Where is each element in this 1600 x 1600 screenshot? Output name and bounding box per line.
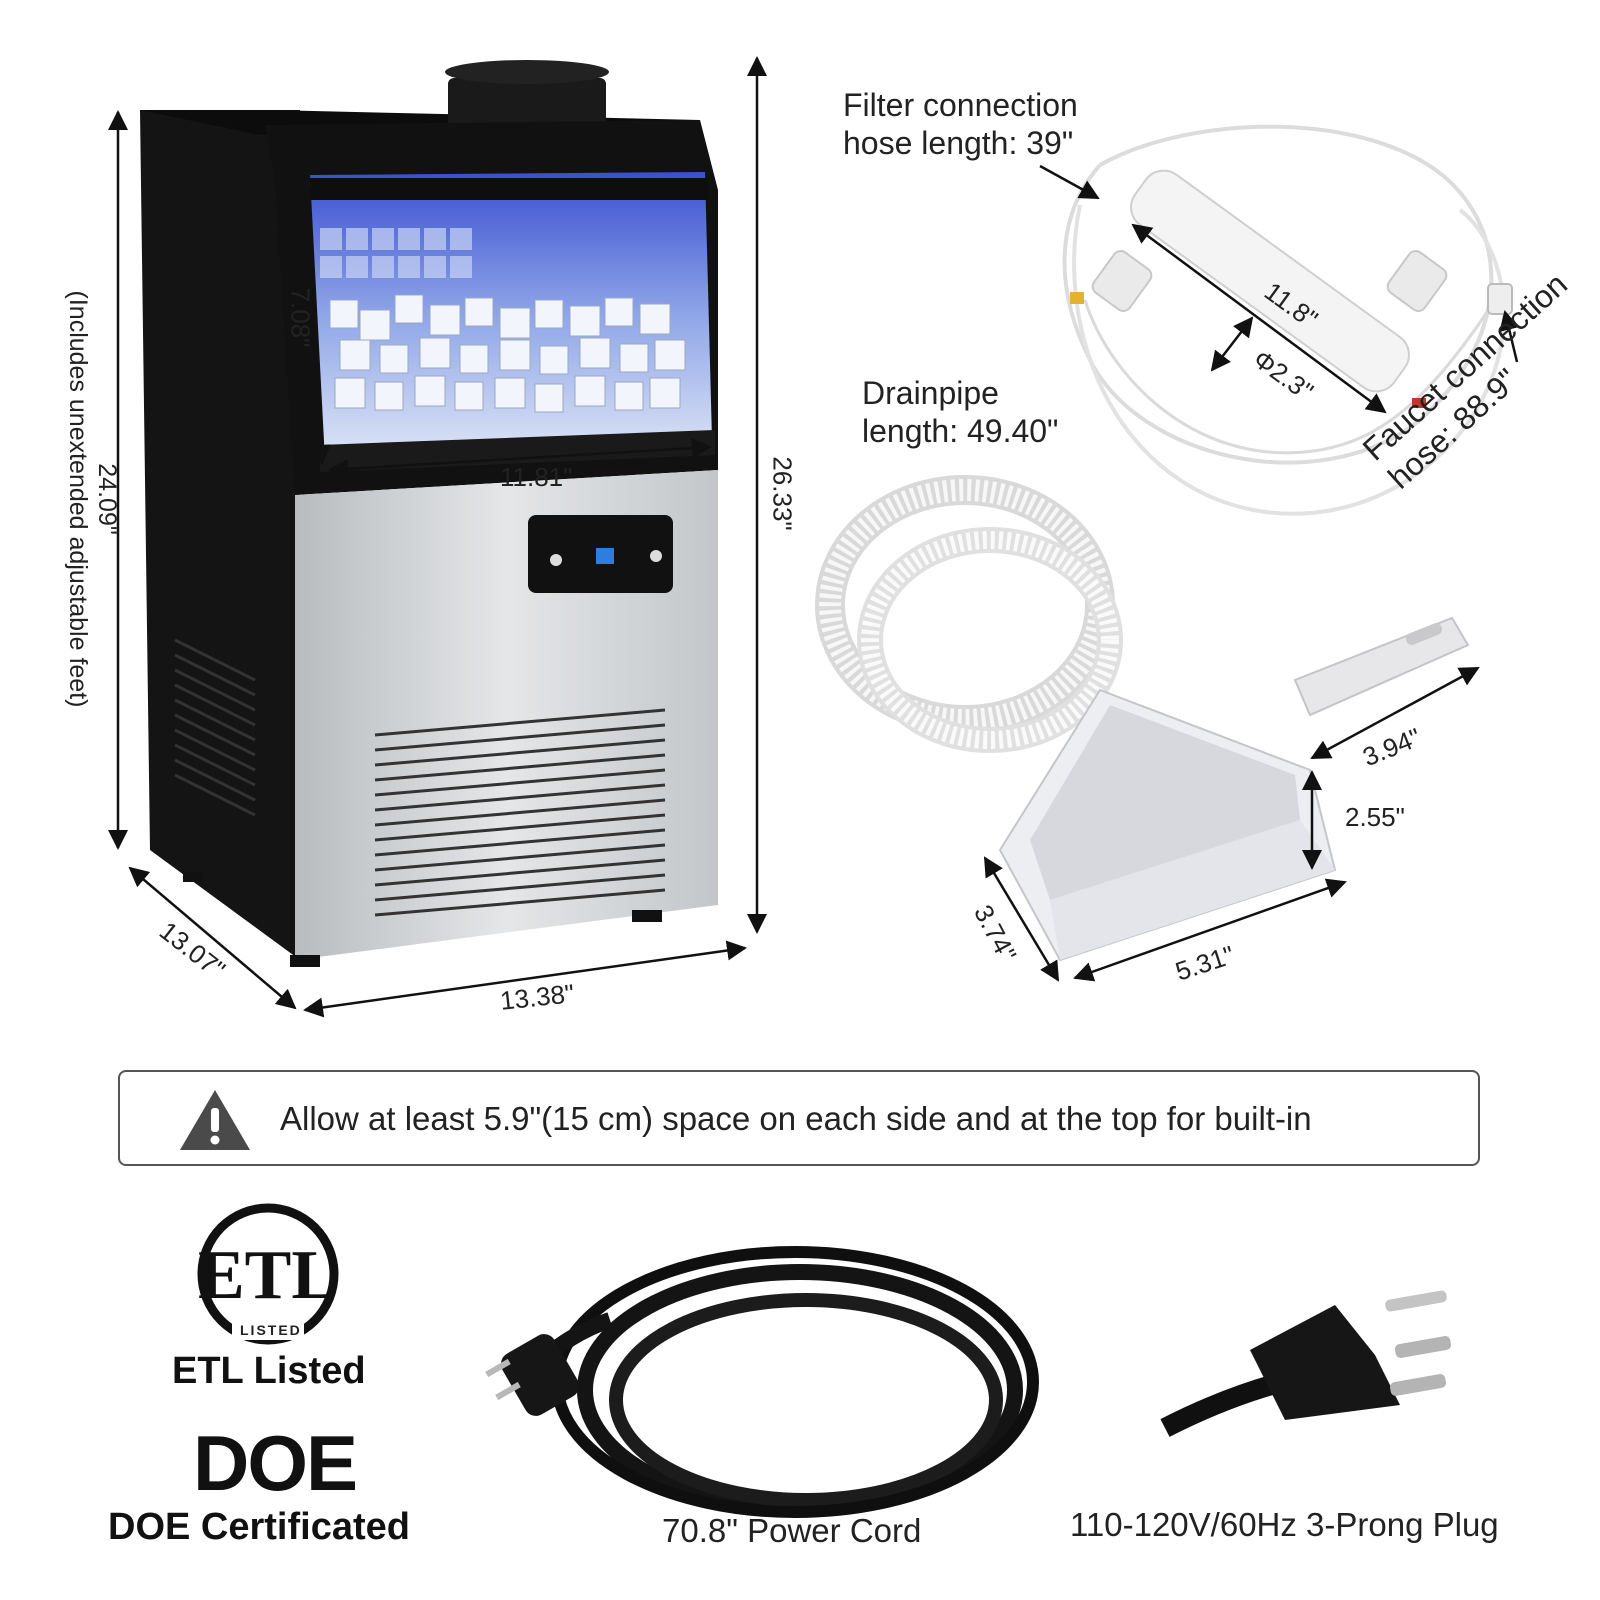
window-height-label: 7.08" xyxy=(285,287,316,348)
drainpipe-coil xyxy=(815,475,1123,753)
unit-height-value: 24.09" xyxy=(93,463,121,535)
svg-text:ETL: ETL xyxy=(198,1237,338,1314)
ice-maker-dimension-lines xyxy=(108,56,767,1018)
total-height-label: 26.33" xyxy=(767,456,798,531)
power-cord-label: 70.8" Power Cord xyxy=(662,1512,922,1549)
small-plug-icon xyxy=(485,1334,580,1416)
etl-logo-icon: ETL xyxy=(197,1203,339,1345)
etl-listed-label: ETL Listed xyxy=(172,1350,366,1392)
doe-logo-text: DOE xyxy=(193,1419,358,1507)
scoop-dimension-lines xyxy=(983,666,1480,982)
three-prong-plug-icon xyxy=(1160,1290,1451,1437)
plug-label: 110-120V/60Hz 3-Prong Plug xyxy=(1070,1506,1499,1543)
space-notice-text: Allow at least 5.9"(15 cm) space on each… xyxy=(280,1100,1312,1137)
drainpipe-label: Drainpipe length: 49.40" xyxy=(862,375,1059,449)
power-cord xyxy=(535,1246,1039,1518)
doe-certificated-label: DOE Certificated xyxy=(108,1506,410,1548)
unit-height-label: 24.09" (Includes unextended adjustable f… xyxy=(63,259,121,739)
ice-maker xyxy=(140,60,718,967)
window-width-label: 11.81" xyxy=(500,462,573,492)
filter-hose-label: Filter connection hose length: 39" xyxy=(843,87,1078,161)
filter-dimension-lines xyxy=(1039,164,1519,414)
etl-logo-listed-text: LISTED xyxy=(240,1322,302,1338)
unit-height-note: (Includes unextended adjustable feet) xyxy=(64,290,92,708)
scoop-height-label: 2.55" xyxy=(1345,802,1405,832)
space-notice: Allow at least 5.9"(15 cm) space on each… xyxy=(118,1070,1480,1166)
warning-triangle-icon xyxy=(180,1090,250,1150)
